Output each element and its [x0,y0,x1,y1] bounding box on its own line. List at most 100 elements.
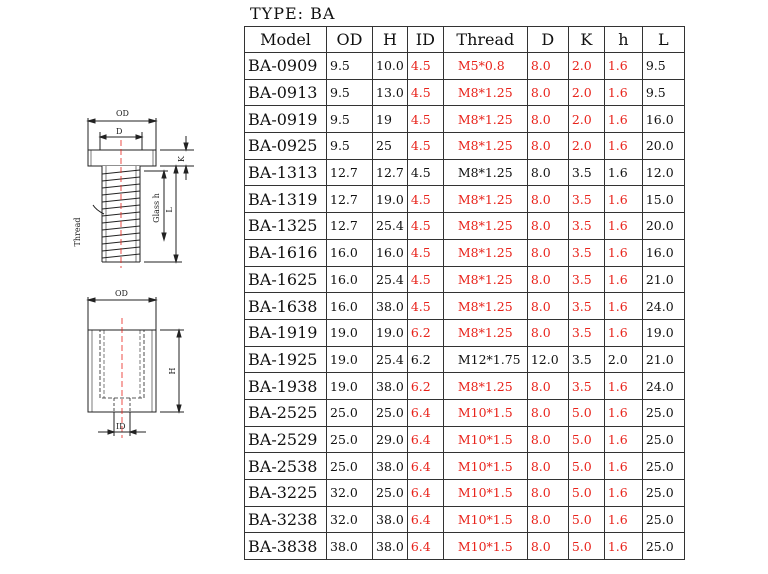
bottom-h-label: H [168,367,177,374]
cell-thread: M5*0.8 [442,52,528,80]
cell-l: 15.0 [641,185,685,214]
cell-model: BA-1625 [244,265,327,294]
cell-thread: M8*1.25 [442,185,528,214]
cell-l: 25.0 [641,398,685,427]
cell-d: 8.0 [526,52,569,80]
glass-h-label: Glass h [152,193,161,223]
cell-h: 25.4 [372,345,408,374]
cell-h: 13.0 [372,78,408,107]
cell-model: BA-3225 [244,479,327,507]
cell-h: 25.4 [372,212,408,240]
cell-k: 5.0 [567,425,605,454]
cell-model: BA-2525 [244,398,327,427]
cell-od: 32.0 [326,479,373,507]
cell-k: 3.5 [567,265,605,294]
cell-od: 25.0 [326,425,373,454]
cell-thread: M10*1.5 [442,425,528,454]
cell-h: 25.0 [372,479,408,507]
cell-model: BA-1938 [244,372,327,400]
cell-k: 5.0 [567,532,605,561]
cell-id: 4.5 [406,105,444,134]
thread-label: Thread [73,218,82,247]
cell-id: 6.2 [406,318,444,347]
cell-id: 6.4 [406,452,444,480]
cell-d: 8.0 [526,532,569,561]
cell-d: 8.0 [526,372,569,400]
cell-thread: M10*1.5 [442,505,528,534]
cell-l: 20.0 [641,212,685,240]
cell-model: BA-0913 [244,78,327,107]
cell-hh: 1.6 [603,292,643,320]
cell-hh: 1.6 [603,238,643,267]
header-model: Model [244,26,327,53]
cell-l: 24.0 [641,292,685,320]
cell-od: 9.5 [326,132,373,160]
type-title: TYPE: BA [250,4,336,23]
cell-h: 10.0 [372,52,408,80]
cell-k: 5.0 [567,505,605,534]
cell-od: 9.5 [326,105,373,134]
section-view-drawing [86,297,184,438]
cell-thread: M8*1.25 [442,372,528,400]
cell-k: 3.5 [567,158,605,187]
cell-l: 16.0 [641,238,685,267]
cell-h: 38.0 [372,372,408,400]
cell-model: BA-1325 [244,212,327,240]
cell-thread: M8*1.25 [442,132,528,160]
cell-thread: M10*1.5 [442,398,528,427]
cell-id: 4.5 [406,265,444,294]
cell-d: 12.0 [526,345,569,374]
cell-k: 3.5 [567,292,605,320]
cell-model: BA-0919 [244,105,327,134]
cell-d: 8.0 [526,479,569,507]
cell-thread: M8*1.25 [442,78,528,107]
cell-hh: 1.6 [603,185,643,214]
bottom-od-label: OD [115,289,128,298]
cell-h: 25 [372,132,408,160]
cell-id: 6.2 [406,372,444,400]
cell-thread: M8*1.25 [442,265,528,294]
cell-d: 8.0 [526,398,569,427]
cell-thread: M8*1.25 [442,158,528,187]
cell-hh: 1.6 [603,265,643,294]
cell-d: 8.0 [526,238,569,267]
cell-model: BA-1925 [244,345,327,374]
header-od: OD [326,26,373,53]
cell-model: BA-3838 [244,532,327,561]
cell-id: 4.5 [406,52,444,80]
cell-hh: 1.6 [603,505,643,534]
cell-model: BA-1616 [244,238,327,267]
cell-h: 38.0 [372,505,408,534]
cell-d: 8.0 [526,158,569,187]
cell-od: 32.0 [326,505,373,534]
top-od-label: OD [116,109,129,118]
cell-id: 4.5 [406,132,444,160]
cell-d: 8.0 [526,292,569,320]
cell-thread: M8*1.25 [442,105,528,134]
header-id: ID [406,26,444,53]
cell-model: BA-1319 [244,185,327,214]
cell-l: 25.0 [641,505,685,534]
cell-thread: M8*1.25 [442,318,528,347]
cell-model: BA-1313 [244,158,327,187]
cell-k: 2.0 [567,132,605,160]
cell-hh: 1.6 [603,452,643,480]
cell-k: 5.0 [567,398,605,427]
cell-hh: 1.6 [603,479,643,507]
cell-thread: M8*1.25 [442,212,528,240]
top-k-label: K [177,155,186,162]
cell-h: 19 [372,105,408,134]
cell-id: 6.4 [406,425,444,454]
cell-hh: 1.6 [603,212,643,240]
cell-d: 8.0 [526,505,569,534]
cell-id: 6.4 [406,505,444,534]
